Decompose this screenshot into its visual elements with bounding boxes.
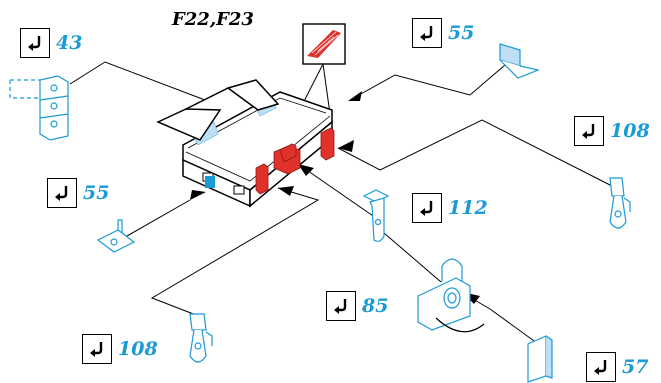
return-arrow-icon[interactable]: [47, 178, 77, 208]
ref-marker-112[interactable]: 112: [412, 193, 488, 223]
leader-85: [383, 232, 442, 283]
ref-marker-55-left[interactable]: 55: [47, 178, 109, 208]
leader-43: [69, 61, 206, 101]
ref-marker-108-right[interactable]: 108: [574, 116, 650, 146]
red-latches: [255, 127, 335, 195]
part-padlock: [417, 258, 485, 333]
case-side-slot: [205, 176, 215, 188]
arrowhead: [278, 186, 294, 196]
leader-55-left: [119, 199, 191, 241]
ref-number[interactable]: 108: [610, 120, 650, 142]
leader-112: [297, 163, 377, 219]
arrowhead: [298, 164, 314, 176]
part-clasp-hook-bottom: [189, 313, 213, 363]
case-handle: [156, 79, 280, 141]
return-arrow-icon[interactable]: [586, 352, 616, 382]
latch-right: [320, 127, 335, 161]
ref-number[interactable]: 55: [448, 22, 475, 44]
return-arrow-icon[interactable]: [412, 193, 442, 223]
ref-marker-55-top[interactable]: 55: [412, 18, 474, 48]
ref-marker-43[interactable]: 43: [20, 28, 82, 58]
part-angle-bracket-top: [499, 43, 541, 79]
latch-left: [255, 163, 269, 195]
return-arrow-icon[interactable]: [20, 28, 50, 58]
return-arrow-icon[interactable]: [574, 116, 604, 146]
arrowhead: [190, 190, 206, 200]
ref-number[interactable]: 57: [622, 356, 649, 378]
part-hasp-strap: [362, 189, 390, 242]
arrowhead: [338, 140, 354, 152]
arrowheads: [190, 91, 480, 304]
ref-marker-57[interactable]: 57: [586, 352, 648, 382]
leader-57: [465, 294, 542, 347]
ref-number[interactable]: 55: [83, 182, 110, 204]
part-angle-bracket-left: [96, 219, 136, 253]
arrowhead: [348, 91, 362, 101]
ref-number[interactable]: 112: [448, 197, 488, 219]
sealant-hatch-icon: [302, 23, 346, 65]
ref-marker-108-bottom[interactable]: 108: [82, 334, 158, 364]
part-sheet-panel: [527, 335, 553, 383]
leader-108-right: [337, 119, 613, 187]
leader-108-bottom: [150, 187, 320, 316]
return-arrow-icon[interactable]: [412, 18, 442, 48]
latch-hook: [279, 143, 297, 163]
ref-marker-85[interactable]: 85: [326, 291, 388, 321]
leader-55-top: [349, 64, 506, 101]
part-hinge-plate: [9, 75, 69, 141]
return-arrow-icon[interactable]: [326, 291, 356, 321]
ref-number[interactable]: 85: [362, 295, 389, 317]
ref-number[interactable]: 108: [118, 338, 158, 360]
part-clasp-hook-right: [609, 177, 631, 229]
return-arrow-icon[interactable]: [82, 334, 112, 364]
ref-number[interactable]: 43: [56, 32, 83, 54]
diagram-title: F22,F23: [172, 9, 254, 30]
